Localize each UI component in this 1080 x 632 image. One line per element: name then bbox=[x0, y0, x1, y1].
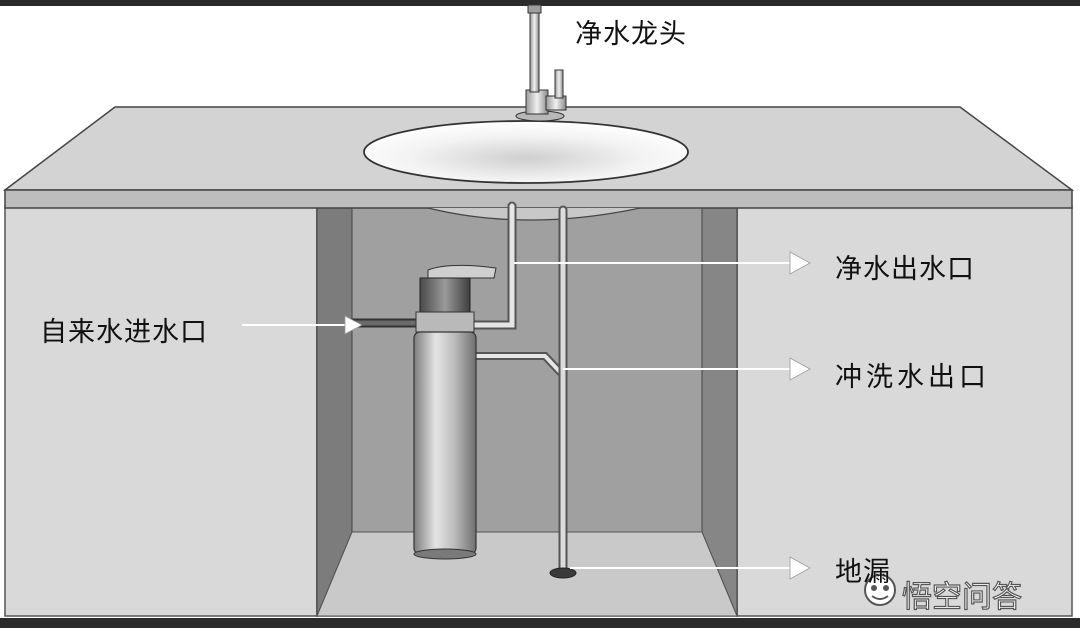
sink-basin bbox=[363, 120, 689, 184]
arrow-tap-inlet bbox=[242, 315, 363, 335]
sink-bowl-underside bbox=[427, 207, 641, 221]
arrow-purified-outlet bbox=[514, 251, 811, 275]
countertop-front bbox=[4, 189, 1073, 209]
label-tap-inlet: 自来水进水口 bbox=[40, 317, 208, 348]
faucet bbox=[515, 4, 567, 122]
cabinet-floor bbox=[316, 531, 738, 617]
label-flush-outlet: 冲洗水出口 bbox=[835, 362, 990, 393]
watermark-text: 悟空问答 bbox=[901, 579, 1022, 615]
floor-drain bbox=[549, 567, 577, 579]
cabinet-right-panel bbox=[736, 205, 1073, 617]
label-purified-outlet: 净水出水口 bbox=[835, 254, 975, 285]
water-filter bbox=[413, 264, 497, 560]
label-faucet: 净水龙头 bbox=[575, 19, 687, 50]
top-bar bbox=[0, 0, 1080, 6]
wukong-logo-icon bbox=[864, 574, 896, 606]
arrow-floor-drain bbox=[570, 556, 811, 580]
arrow-flush-outlet bbox=[563, 357, 811, 381]
pipes bbox=[347, 201, 568, 575]
bottom-bar bbox=[0, 618, 1080, 628]
cabinet-left-panel bbox=[4, 205, 318, 617]
label-floor-drain: 地漏 bbox=[835, 557, 891, 588]
